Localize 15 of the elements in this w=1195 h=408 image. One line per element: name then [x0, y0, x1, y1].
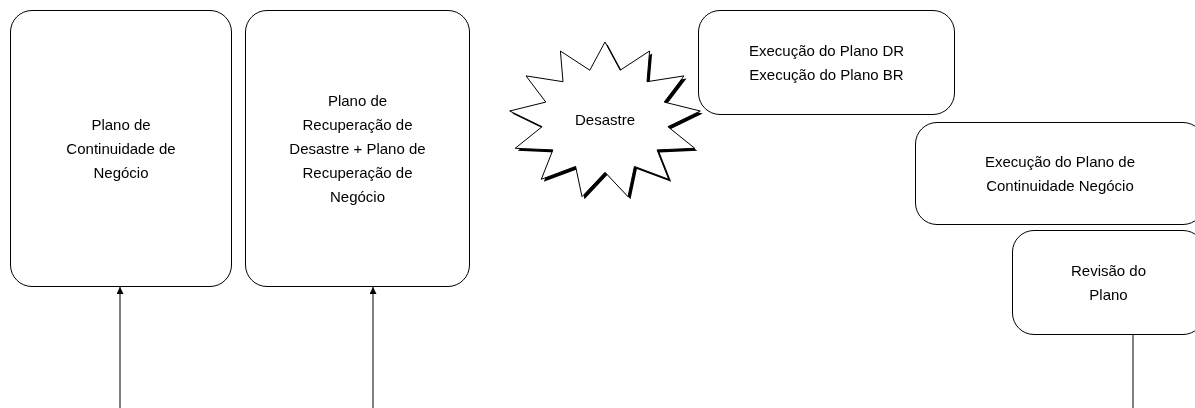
node-label: Revisão do Plano	[1069, 260, 1147, 305]
rounded-box	[10, 10, 232, 287]
node-label: Execução do Plano DR	[748, 40, 905, 61]
arrow	[116, 286, 124, 408]
rounded-box	[698, 10, 955, 115]
rounded-box	[915, 122, 1195, 225]
connector-line	[1132, 334, 1134, 408]
node-label: Execução do Plano BR	[749, 64, 904, 85]
node-label: Desastre	[575, 110, 635, 131]
rounded-box	[1012, 230, 1195, 335]
node-label: Plano de Recuperação de Desastre + Plano de Recuperação de Negócio	[288, 90, 427, 207]
rounded-box	[245, 10, 470, 287]
node-label: Execução do Plano de Continuidade Negócio	[983, 151, 1137, 196]
arrow	[369, 286, 377, 408]
node-label: Plano de Continuidade de Negócio	[65, 114, 177, 183]
